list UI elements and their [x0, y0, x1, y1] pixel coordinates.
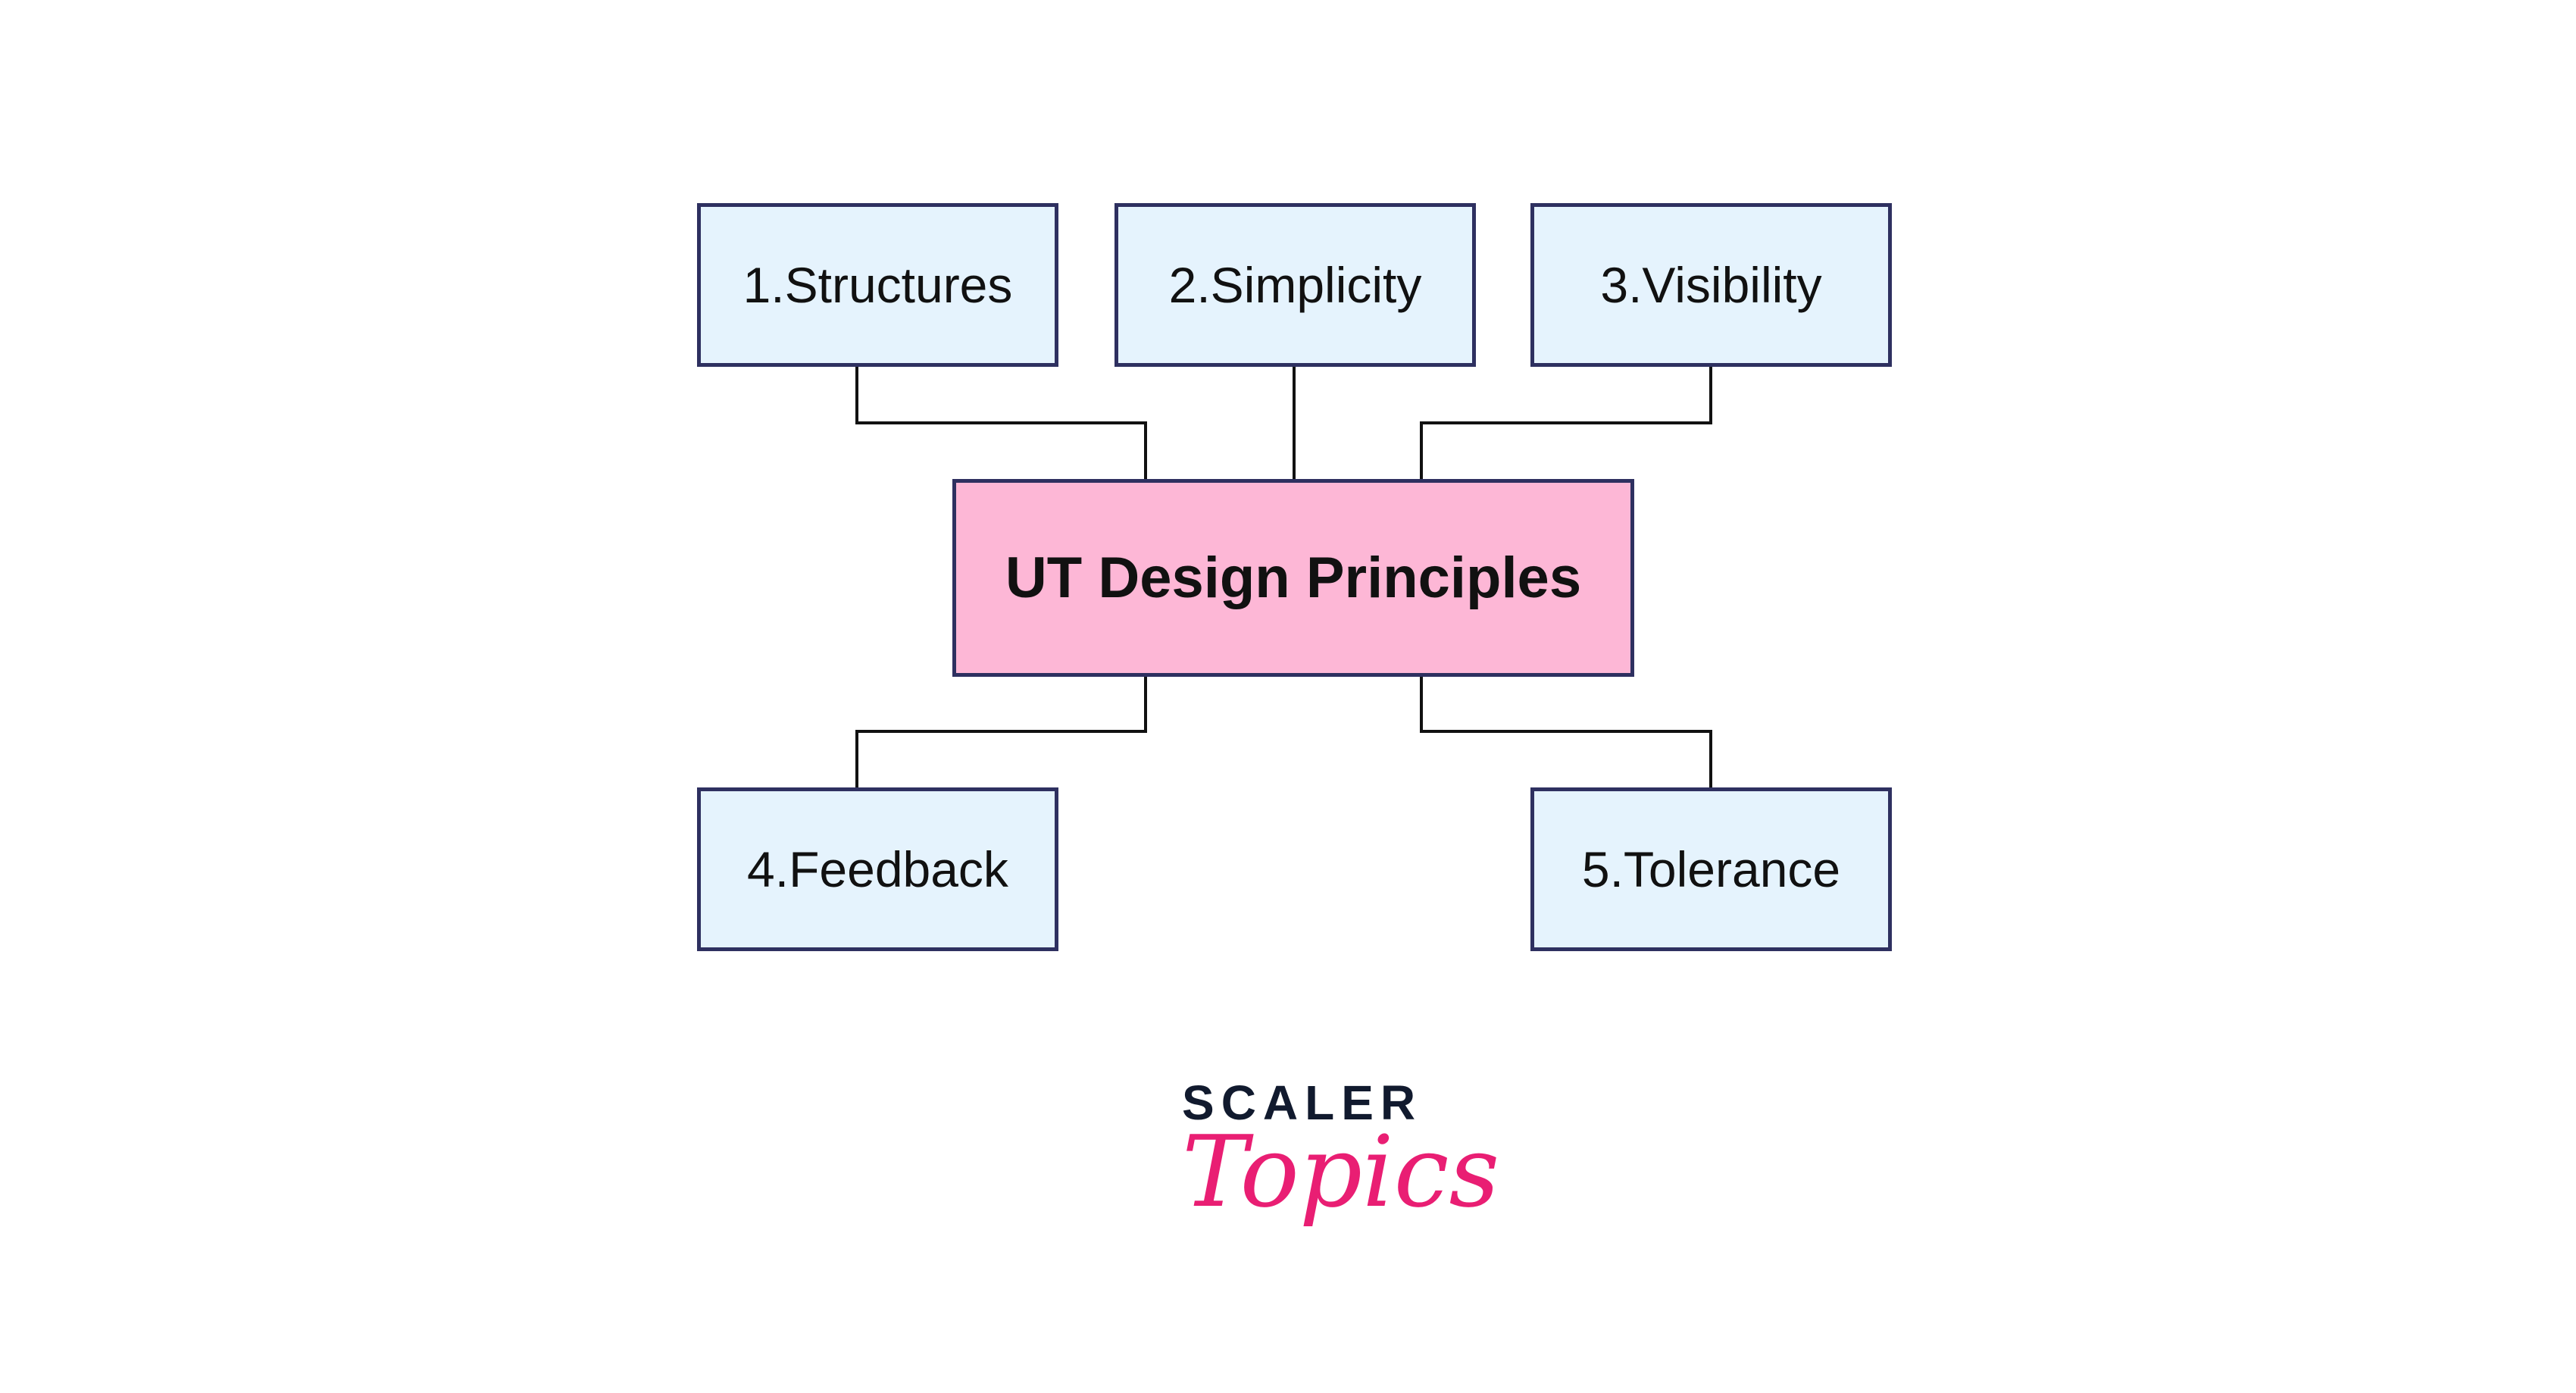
principle-label: 2.Simplicity [1168, 257, 1422, 313]
principle-box-structures: 1.Structures [697, 203, 1058, 367]
principle-box-simplicity: 2.Simplicity [1114, 203, 1476, 367]
principle-label: 3.Visibility [1600, 257, 1822, 313]
principle-label: 1.Structures [742, 257, 1013, 313]
connector-feedback [855, 677, 1147, 787]
center-box: UT Design Principles [952, 479, 1634, 677]
logo-topics-text: Topics [1182, 1114, 1500, 1229]
connector-tolerance [1420, 677, 1712, 787]
center-label: UT Design Principles [1005, 546, 1582, 610]
principle-label: 5.Tolerance [1581, 841, 1841, 897]
principle-label: 4.Feedback [747, 841, 1008, 897]
connector-visibility [1420, 367, 1712, 479]
principle-box-tolerance: 5.Tolerance [1530, 787, 1892, 951]
principle-box-visibility: 3.Visibility [1530, 203, 1892, 367]
logo-scaler-text: SCALER [1182, 1075, 1423, 1130]
connector-structures [855, 367, 1147, 479]
principle-box-feedback: 4.Feedback [697, 787, 1058, 951]
